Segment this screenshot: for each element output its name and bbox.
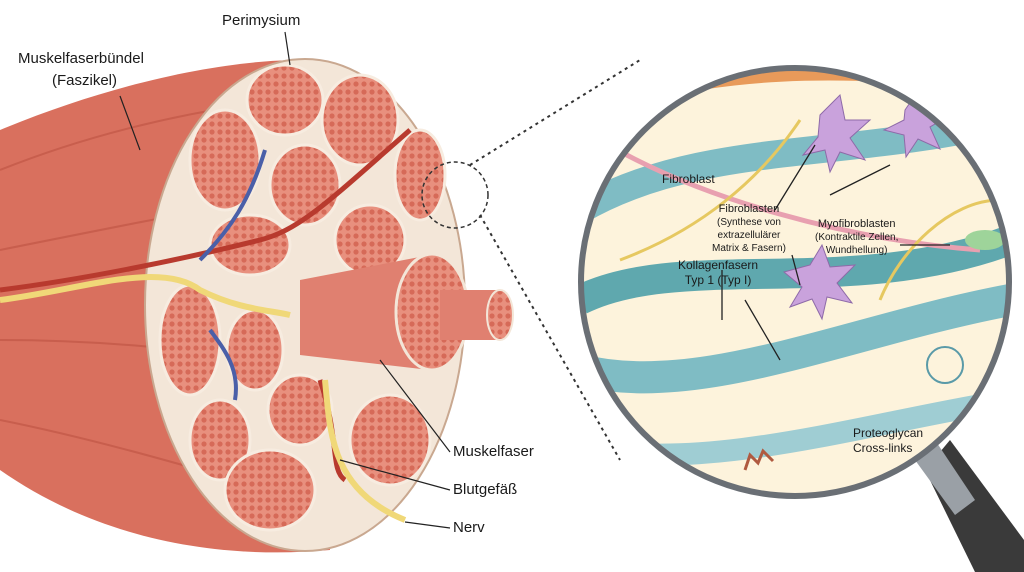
fibroblasts-line: (Synthese von: [716, 217, 781, 228]
fibroblasts-line: extrazellulärer: [717, 230, 781, 241]
label-nerve: Nerv: [453, 519, 485, 536]
proteoglycan-line: Proteoglycan: [853, 426, 924, 440]
fibroblasts-line: Matrix & Fasern): [712, 243, 786, 254]
label-muscle-fiber: Muskelfaser: [453, 443, 534, 460]
label-collagen: Kollagenfasern Typ 1 (Typ I): [678, 258, 758, 288]
vein: [198, 149, 267, 401]
zoom-region: [421, 161, 489, 229]
proteoglycan-line: Cross-links: [853, 441, 913, 455]
collagen-line: Typ 1 (Typ I): [684, 273, 752, 287]
fibroblast-cell: [782, 86, 952, 321]
label-perimysium: Perimysium: [222, 12, 301, 29]
label-myofibroblasts: Myofibroblasten (Kontraktile Zellen, Wun…: [815, 218, 898, 257]
label-fascicle-sub: (Faszikel): [52, 72, 118, 89]
myofibroblasts-line: (Kontraktile Zellen,: [815, 232, 899, 243]
myofibroblasts-line: Myofibroblasten: [817, 218, 896, 230]
nerve: [0, 274, 407, 523]
fascicles: [158, 63, 447, 532]
extended-fascicle: [300, 255, 430, 370]
label-fibroblasts: Fibroblasten (Synthese von extrazellulär…: [712, 203, 786, 255]
magnifier-rim: [578, 65, 1012, 499]
myofibroblasts-line: Wundhellung): [825, 245, 888, 256]
label-blood-vessel: Blutgefäß: [453, 481, 518, 498]
label-proteoglycan: Proteoglycan Cross-links: [853, 426, 923, 456]
label-fibroblast: Fibroblast: [662, 172, 715, 186]
fibroblasts-line: Fibroblasten: [718, 203, 780, 215]
collagen-line: Kollagenfasern: [678, 258, 759, 272]
label-fascicle: Muskelfaserbündel: [18, 50, 144, 67]
